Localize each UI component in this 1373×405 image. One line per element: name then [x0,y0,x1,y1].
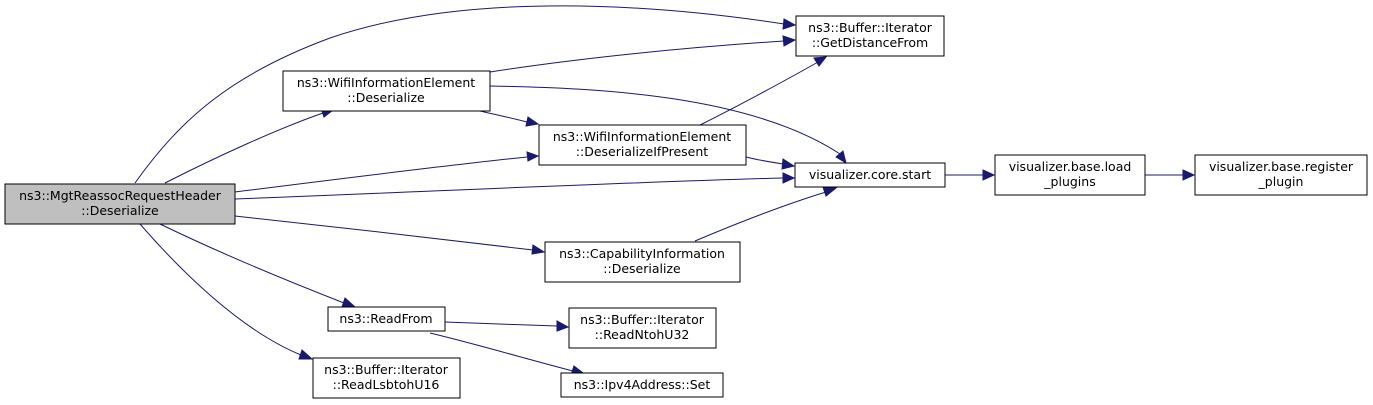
node-label-line1: ns3::Buffer::Iterator [808,20,933,35]
node-visualizer-core-start[interactable]: visualizer.core.start [794,162,946,188]
node-label: ns3::Ipv4Address::Set [574,377,711,392]
node-label-line2: ::ReadNtohU32 [595,327,690,342]
edge-capabilityinformation-to-visualizer-start [694,186,838,242]
node-buffer-iterator-readlsbtohu16[interactable]: ns3::Buffer::Iterator ::ReadLsbtohU16 [312,357,461,399]
node-readfrom[interactable]: ns3::ReadFrom [327,306,446,332]
edge-root-to-readfrom [159,223,357,308]
edge-wifiie-deserialize-to-visualizer-start [489,85,847,165]
node-label-line1: ns3::Buffer::Iterator [324,362,449,377]
node-label-line2: _plugin [1258,174,1304,189]
node-wifiinformationelement-deserializeifpresent[interactable]: ns3::WifiInformationElement ::Deserializ… [538,124,747,166]
node-label-line2: ::DeserializeIfPresent [576,144,708,159]
node-label-line2: ::Deserialize [81,203,159,218]
edge-deserializeifpresent-to-visualizer-start [745,156,796,170]
node-label-line1: visualizer.base.register [1209,159,1354,174]
edge-wifiie-deserialize-to-getdistancefrom [489,35,797,73]
node-label-line1: ns3::WifiInformationElement [553,129,731,144]
edge-root-to-capabilityinformation-deserialize [234,215,546,255]
node-label-line2: _plugins [1043,174,1095,189]
node-visualizer-base-load-plugins[interactable]: visualizer.base.load _plugins [994,154,1146,196]
nodes: ns3::MgtReassocRequestHeader ::Deseriali… [4,15,1368,399]
edge-readfrom-to-readntohu32 [444,320,570,332]
node-ipv4address-set[interactable]: ns3::Ipv4Address::Set [560,372,724,398]
edge-deserializeifpresent-to-getdistancefrom [699,56,828,126]
node-label-line1: ns3::MgtReassocRequestHeader [19,188,222,203]
node-capabilityinformation-deserialize[interactable]: ns3::CapabilityInformation ::Deserialize [544,241,741,283]
node-label: ns3::ReadFrom [339,311,432,326]
node-wifiinformationelement-deserialize[interactable]: ns3::WifiInformationElement ::Deserializ… [282,70,491,112]
node-label-line2: ::GetDistanceFrom [812,35,928,50]
node-buffer-iterator-getdistancefrom[interactable]: ns3::Buffer::Iterator ::GetDistanceFrom [795,15,945,57]
edge-root-to-wifiie-deserializeifpresent [234,151,540,193]
edge-root-to-readlsbtohu16 [139,223,314,360]
edge-visualizer-start-to-load-plugins [945,169,996,181]
edge-load-plugins-to-register-plugin [1145,169,1196,181]
node-label-line1: visualizer.base.load [1009,159,1132,174]
node-label-line2: ::ReadLsbtohU16 [333,377,440,392]
node-label-line2: ::Deserialize [347,90,425,105]
node-mgtreassocrequestheader-deserialize[interactable]: ns3::MgtReassocRequestHeader ::Deseriali… [4,183,236,225]
edge-root-to-getdistancefrom [134,5,797,184]
edges [134,5,1196,376]
node-label-line1: ns3::CapabilityInformation [559,246,725,261]
node-label: visualizer.core.start [809,167,931,182]
edge-root-to-visualizer-start [234,172,796,200]
node-label-line2: ::Deserialize [603,261,681,276]
node-label-line1: ns3::Buffer::Iterator [580,312,705,327]
node-buffer-iterator-readntohu32[interactable]: ns3::Buffer::Iterator ::ReadNtohU32 [568,307,717,349]
node-label-line1: ns3::WifiInformationElement [297,75,475,90]
node-visualizer-base-register-plugin[interactable]: visualizer.base.register _plugin [1194,154,1368,196]
edge-wifiie-deserialize-to-deserializeifpresent [479,110,540,127]
